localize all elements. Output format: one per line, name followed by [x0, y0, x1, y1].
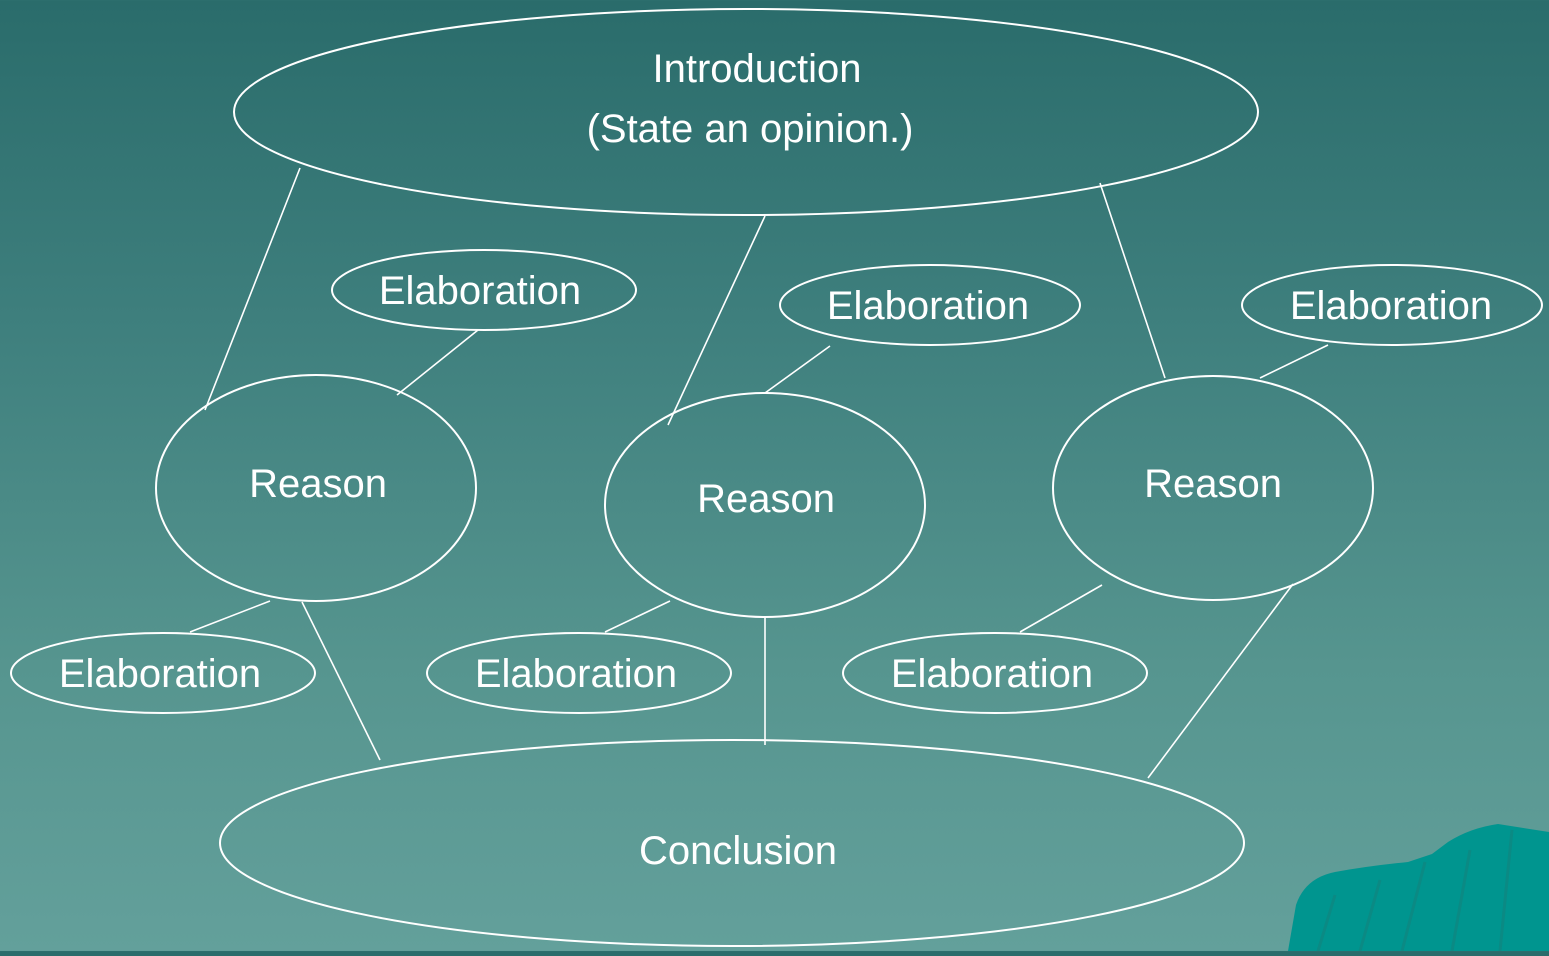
- connector-intro-reason-3: [1099, 182, 1166, 379]
- elaboration-5-ellipse: [426, 632, 732, 714]
- introduction-node: Introduction (State an opinion.): [233, 8, 1259, 216]
- elaboration-5-label: Elaboration: [475, 652, 677, 696]
- reason-2-label: Reason: [697, 477, 835, 521]
- conclusion-ellipse: [219, 739, 1245, 947]
- connector-reason-1-elaboration-bottom: [189, 600, 271, 633]
- connector-reason-3-conclusion: [1147, 583, 1294, 779]
- introduction-ellipse: [233, 8, 1259, 216]
- connector-reason-3-elaboration-bottom: [1019, 584, 1103, 633]
- connector-reason-2-elaboration-bottom: [604, 600, 671, 633]
- reason-node-3: Reason: [1052, 375, 1374, 601]
- elaboration-2-ellipse: [779, 264, 1081, 346]
- connector-reason-3-elaboration-top: [1259, 344, 1329, 379]
- reason-2-ellipse: [604, 392, 926, 618]
- elaboration-node-3: Elaboration: [1241, 264, 1543, 346]
- connector-intro-reason-2: [667, 215, 766, 426]
- elaboration-3-ellipse: [1241, 264, 1543, 346]
- reason-1-label: Reason: [249, 462, 387, 506]
- elaboration-4-ellipse: [10, 632, 316, 714]
- connector-reason-2-elaboration-top: [764, 345, 831, 394]
- elaboration-6-ellipse: [842, 632, 1148, 714]
- connector-reason-1-elaboration-top: [396, 329, 479, 396]
- elaboration-4-label: Elaboration: [59, 652, 261, 696]
- elaboration-node-2: Elaboration: [779, 264, 1081, 346]
- introduction-title: Introduction: [652, 47, 861, 91]
- elaboration-node-5: Elaboration: [426, 632, 732, 714]
- connectors: [189, 167, 1329, 779]
- conclusion-label: Conclusion: [639, 829, 837, 873]
- elaboration-2-label: Elaboration: [827, 284, 1029, 328]
- reason-3-ellipse: [1052, 375, 1374, 601]
- conclusion-node: Conclusion: [219, 739, 1245, 947]
- elaboration-node-1: Elaboration: [331, 249, 637, 331]
- elaboration-1-label: Elaboration: [379, 269, 581, 313]
- reason-node-2: Reason: [604, 392, 926, 618]
- elaboration-3-label: Elaboration: [1290, 284, 1492, 328]
- connector-reason-1-conclusion: [301, 601, 381, 761]
- elaboration-node-4: Elaboration: [10, 632, 316, 714]
- reason-node-1: Reason: [155, 374, 477, 602]
- corner-decoration: [1288, 824, 1549, 952]
- elaboration-1-ellipse: [331, 249, 637, 331]
- connector-intro-reason-1: [204, 167, 301, 411]
- introduction-subtitle: (State an opinion.): [587, 107, 914, 151]
- elaboration-6-label: Elaboration: [891, 652, 1093, 696]
- elaboration-node-6: Elaboration: [842, 632, 1148, 714]
- reason-3-label: Reason: [1144, 462, 1282, 506]
- reason-1-ellipse: [155, 374, 477, 602]
